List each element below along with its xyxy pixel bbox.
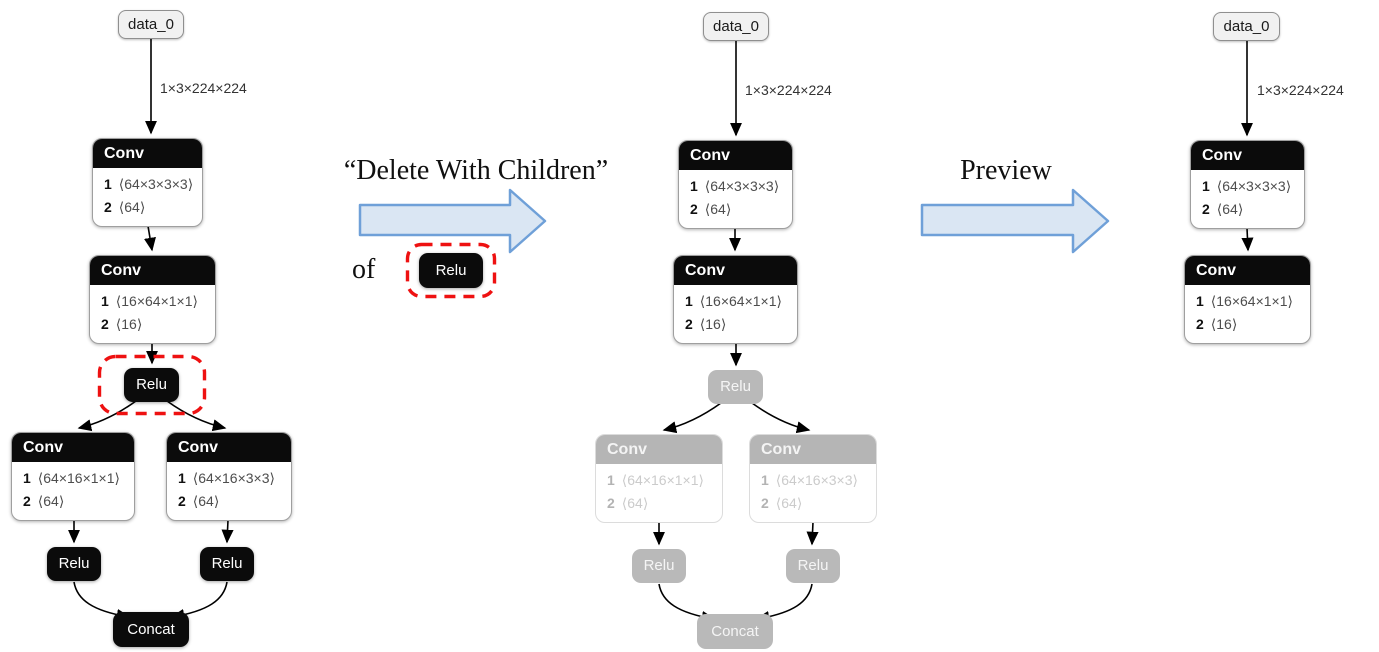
param-index: 2	[1196, 316, 1204, 332]
conv-node[interactable]: Conv 1 ⟨16×64×1×1⟩ 2 ⟨16⟩	[89, 255, 216, 344]
param-value: ⟨64×16×3×3⟩	[775, 472, 858, 488]
param-index: 1	[1202, 178, 1210, 194]
param-value: ⟨64⟩	[37, 493, 65, 509]
param-value: ⟨16×64×1×1⟩	[1210, 293, 1293, 309]
conv-node[interactable]: Conv 1 ⟨64×3×3×3⟩ 2 ⟨64⟩	[678, 140, 793, 229]
edge	[662, 402, 722, 434]
param-value: ⟨64⟩	[775, 495, 803, 511]
conv-node[interactable]: Conv 1 ⟨64×3×3×3⟩ 2 ⟨64⟩	[1190, 140, 1305, 229]
input-node[interactable]: data_0	[1213, 12, 1280, 41]
param-value: ⟨16⟩	[1210, 316, 1238, 332]
node-title: Conv	[1191, 141, 1304, 170]
node-title: Conv	[12, 433, 134, 462]
param-index: 2	[690, 201, 698, 217]
param-index: 2	[178, 493, 186, 509]
conv-node[interactable]: Conv 1 ⟨16×64×1×1⟩ 2 ⟨16⟩	[1184, 255, 1311, 344]
relu-node-selected[interactable]: Relu	[124, 368, 179, 402]
relu-node-ghost[interactable]: Relu	[708, 370, 763, 404]
param-index: 1	[104, 176, 112, 192]
conv-node[interactable]: Conv 1 ⟨64×3×3×3⟩ 2 ⟨64⟩	[92, 138, 203, 227]
param-index: 1	[23, 470, 31, 486]
param-value: ⟨64×3×3×3⟩	[118, 176, 194, 192]
input-node[interactable]: data_0	[703, 12, 769, 41]
param-value: ⟨16×64×1×1⟩	[115, 293, 198, 309]
relu-node-ghost[interactable]: Relu	[632, 549, 686, 583]
node-title: Conv	[674, 256, 797, 285]
node-params: 1 ⟨64×16×3×3⟩ 2 ⟨64⟩	[167, 462, 291, 520]
param-value: ⟨16×64×1×1⟩	[699, 293, 782, 309]
param-value: ⟨64×16×3×3⟩	[192, 470, 275, 486]
conv-node[interactable]: Conv 1 ⟨64×16×3×3⟩ 2 ⟨64⟩	[166, 432, 292, 521]
param-index: 2	[101, 316, 109, 332]
conv-node-ghost[interactable]: Conv 1 ⟨64×16×1×1⟩ 2 ⟨64⟩	[595, 434, 723, 523]
param-value: ⟨64×16×1×1⟩	[37, 470, 120, 486]
node-params: 1 ⟨64×3×3×3⟩ 2 ⟨64⟩	[679, 170, 792, 228]
param-index: 1	[607, 472, 615, 488]
edge	[1241, 227, 1254, 252]
conv-node[interactable]: Conv 1 ⟨64×16×1×1⟩ 2 ⟨64⟩	[11, 432, 135, 521]
node-params: 1 ⟨16×64×1×1⟩ 2 ⟨16⟩	[1185, 285, 1310, 343]
param-index: 2	[761, 495, 769, 511]
param-index: 2	[685, 316, 693, 332]
param-value: ⟨64×16×1×1⟩	[621, 472, 704, 488]
param-value: ⟨64⟩	[1216, 201, 1244, 217]
param-index: 1	[101, 293, 109, 309]
param-index: 1	[178, 470, 186, 486]
node-params: 1 ⟨64×3×3×3⟩ 2 ⟨64⟩	[93, 168, 202, 226]
edge	[221, 519, 234, 544]
node-params: 1 ⟨64×16×1×1⟩ 2 ⟨64⟩	[596, 464, 722, 522]
node-title: Conv	[93, 139, 202, 168]
node-title: Conv	[679, 141, 792, 170]
node-params: 1 ⟨16×64×1×1⟩ 2 ⟨16⟩	[90, 285, 215, 343]
param-value: ⟨64⟩	[621, 495, 649, 511]
edge	[166, 400, 227, 432]
node-params: 1 ⟨16×64×1×1⟩ 2 ⟨16⟩	[674, 285, 797, 343]
param-index: 1	[1196, 293, 1204, 309]
node-params: 1 ⟨64×3×3×3⟩ 2 ⟨64⟩	[1191, 170, 1304, 228]
node-params: 1 ⟨64×16×1×1⟩ 2 ⟨64⟩	[12, 462, 134, 520]
edge	[77, 400, 137, 432]
concat-node-ghost[interactable]: Concat	[697, 614, 773, 649]
param-index: 1	[685, 293, 693, 309]
param-index: 1	[690, 178, 698, 194]
param-index: 2	[104, 199, 112, 215]
edge	[144, 225, 156, 252]
action-caption: “Delete With Children”	[343, 155, 609, 186]
preview-caption: Preview	[960, 155, 1052, 186]
node-title: Conv	[1185, 256, 1310, 285]
node-params: 1 ⟨64×16×3×3⟩ 2 ⟨64⟩	[750, 464, 876, 522]
conv-node[interactable]: Conv 1 ⟨16×64×1×1⟩ 2 ⟨16⟩	[673, 255, 798, 344]
relu-node-ghost[interactable]: Relu	[786, 549, 840, 583]
param-index: 2	[23, 493, 31, 509]
relu-node[interactable]: Relu	[47, 547, 101, 581]
param-index: 1	[761, 472, 769, 488]
param-value: ⟨64⟩	[192, 493, 220, 509]
node-title: Conv	[750, 435, 876, 464]
flow-arrow-icon	[358, 188, 547, 254]
conv-node-ghost[interactable]: Conv 1 ⟨64×16×3×3⟩ 2 ⟨64⟩	[749, 434, 877, 523]
node-title: Conv	[596, 435, 722, 464]
edge-shape-label: 1×3×224×224	[745, 82, 832, 98]
param-value: ⟨64×3×3×3⟩	[704, 178, 780, 194]
param-value: ⟨64⟩	[704, 201, 732, 217]
param-value: ⟨16⟩	[115, 316, 143, 332]
relu-node[interactable]: Relu	[200, 547, 254, 581]
param-value: ⟨16⟩	[699, 316, 727, 332]
param-value: ⟨64⟩	[118, 199, 146, 215]
concat-node[interactable]: Concat	[113, 612, 189, 647]
param-value: ⟨64×3×3×3⟩	[1216, 178, 1292, 194]
node-title: Conv	[90, 256, 215, 285]
input-node[interactable]: data_0	[118, 10, 184, 39]
edge	[806, 521, 819, 546]
edge	[751, 402, 811, 434]
of-caption: of	[352, 254, 376, 285]
flow-arrow-icon	[920, 188, 1110, 254]
edge-shape-label: 1×3×224×224	[160, 80, 247, 96]
node-title: Conv	[167, 433, 291, 462]
edge-shape-label: 1×3×224×224	[1257, 82, 1344, 98]
relu-target-chip: Relu	[419, 253, 483, 288]
param-index: 2	[1202, 201, 1210, 217]
param-index: 2	[607, 495, 615, 511]
